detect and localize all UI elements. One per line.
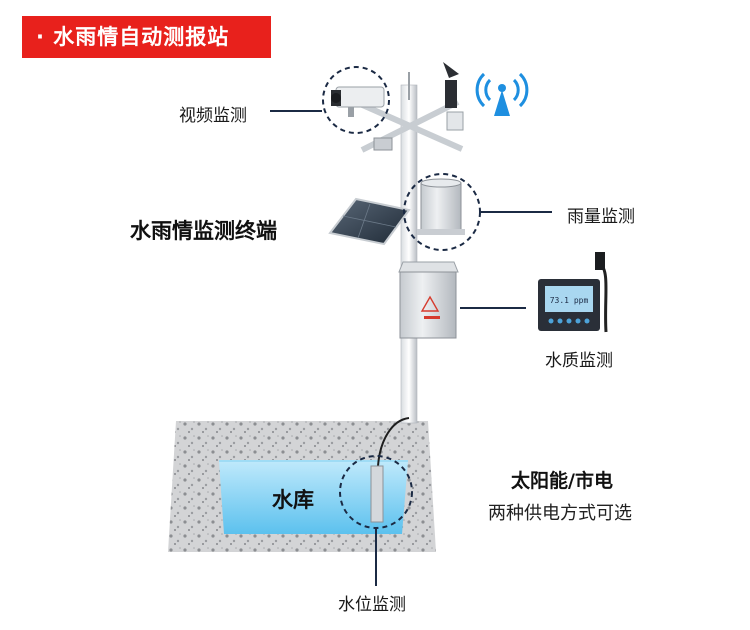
wind-sensor-icon	[443, 62, 464, 131]
label-terminal: 水雨情监测终端	[130, 219, 277, 243]
power-title: 太阳能/市电	[511, 470, 613, 492]
page-title: · 水雨情自动测报站	[22, 16, 271, 58]
water-level-sensor-icon	[370, 465, 384, 523]
rain-gauge-icon	[417, 178, 465, 235]
ground-channel	[168, 421, 436, 552]
label-water-level: 水位监测	[338, 595, 406, 615]
meter-display-text: 73.1 ppm	[550, 296, 589, 305]
signal-icon	[475, 72, 529, 116]
water-quality-meter-icon: 73.1 ppm	[538, 252, 608, 333]
rain-highlight	[403, 173, 481, 251]
solar-panel-icon	[328, 197, 411, 246]
label-rain: 雨量监测	[567, 207, 635, 227]
label-reservoir: 水库	[272, 488, 314, 512]
power-subtitle: 两种供电方式可选	[488, 503, 632, 524]
control-box-icon	[398, 261, 459, 339]
label-video: 视频监测	[179, 106, 247, 126]
label-water-quality: 水质监测	[545, 351, 613, 371]
reservoir-water	[219, 461, 408, 534]
camera-highlight	[322, 66, 390, 134]
camera-icon	[331, 86, 385, 117]
